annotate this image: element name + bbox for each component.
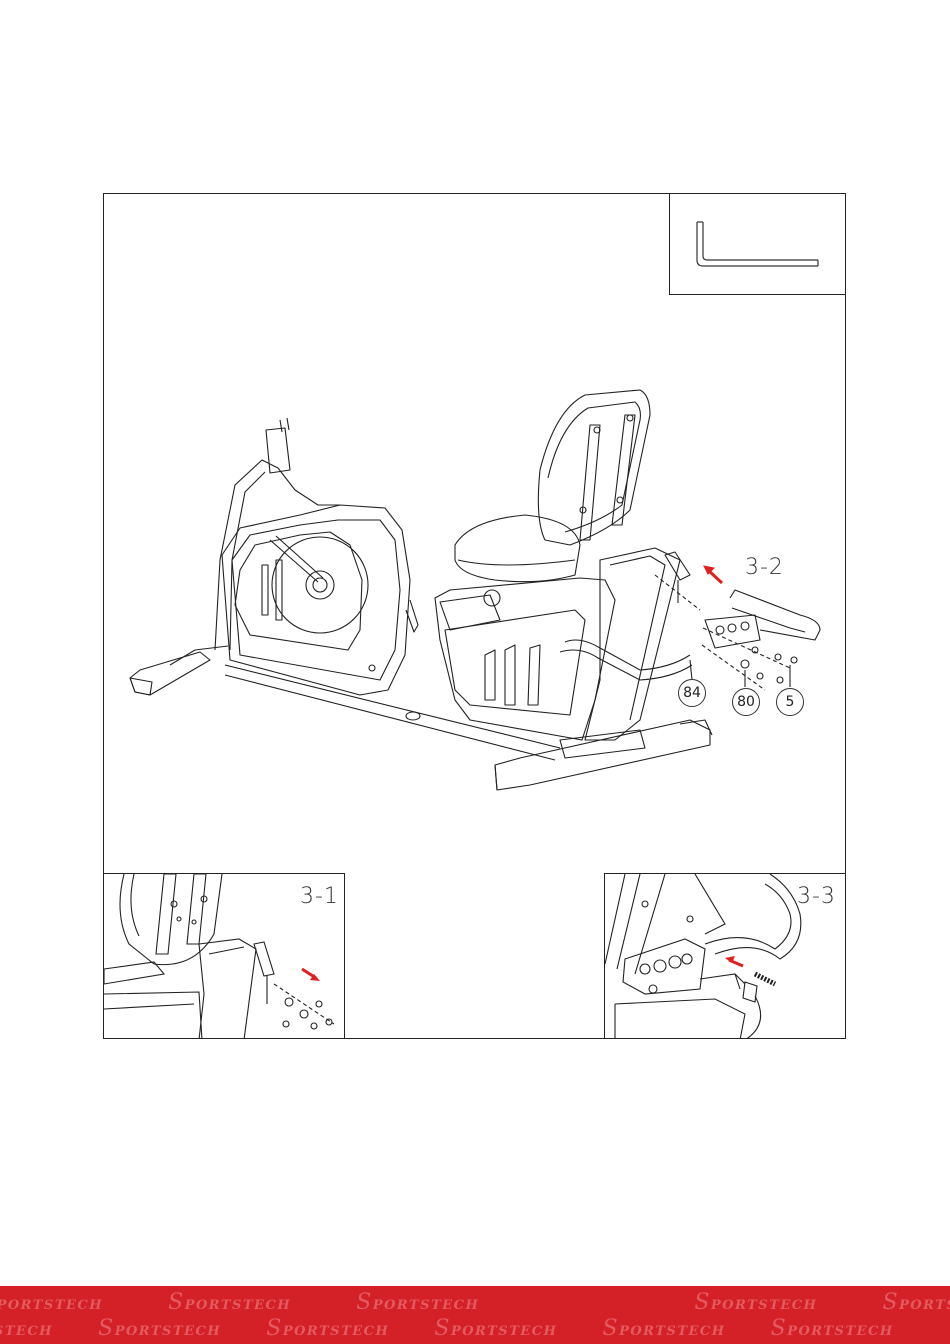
- red-arrow-icon: [704, 566, 722, 583]
- brand-logo: SPORTSTECH: [98, 1316, 221, 1341]
- step-label-main: 3-2: [745, 555, 784, 580]
- brand-logo: SPORTSTECH: [434, 1316, 557, 1341]
- inset-detail-3-3: 3-3: [604, 873, 846, 1039]
- brand-logo: SPORTSTECH: [0, 1290, 103, 1315]
- brand-logo: SPORTSTECH: [356, 1290, 479, 1315]
- step-label-inset-left: 3-1: [300, 884, 339, 909]
- brand-logo: SPORTSTECH: [266, 1316, 389, 1341]
- brand-logo: SPORTSTECH: [883, 1290, 950, 1315]
- step-label-inset-right: 3-3: [797, 884, 836, 909]
- brand-logo: SPORTSTECH: [603, 1316, 726, 1341]
- brand-logo: SPORTSTECH: [771, 1316, 894, 1341]
- brand-footer-band: SPORTSTECH SPORTSTECH SPORTSTECH SPORTST…: [0, 1286, 950, 1344]
- part-number-5: 5: [776, 688, 804, 716]
- brand-logo: SPORTSTECH: [0, 1316, 53, 1341]
- brand-logo: SPORTSTECH: [168, 1290, 291, 1315]
- part-number-80: 80: [732, 688, 760, 716]
- inset-detail-3-1: 3-1: [103, 873, 345, 1039]
- brand-row-bottom: SPORTSTECH SPORTSTECH SPORTSTECH SPORTST…: [0, 1316, 934, 1341]
- part-number-84: 84: [678, 679, 706, 707]
- brand-row-top: SPORTSTECH SPORTSTECH SPORTSTECH SPORTST…: [0, 1290, 950, 1315]
- brand-logo: SPORTSTECH: [694, 1290, 817, 1315]
